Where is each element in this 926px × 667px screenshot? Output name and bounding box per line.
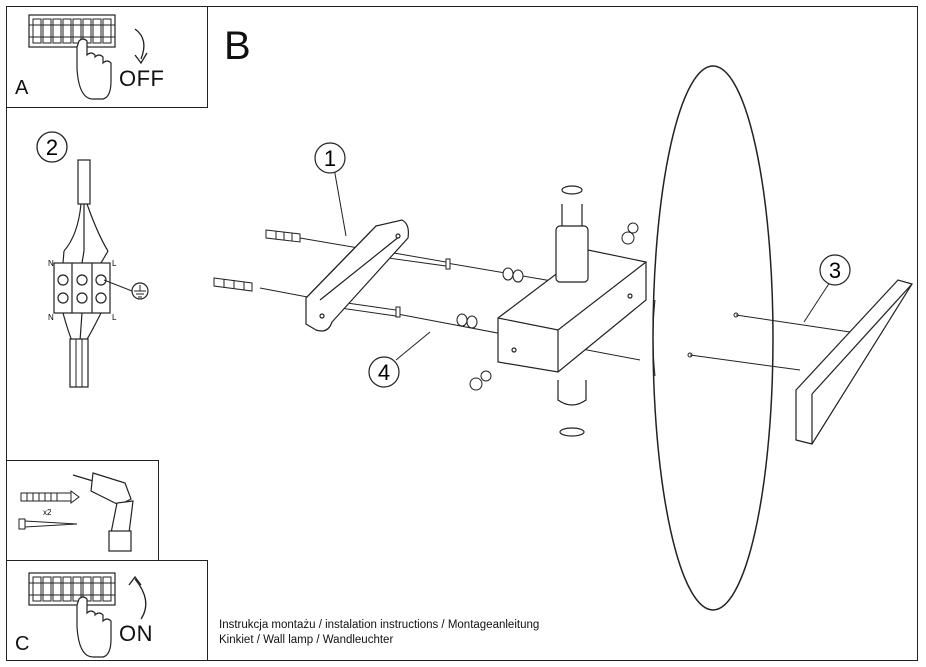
screw-top xyxy=(387,251,451,270)
screw-head-icon xyxy=(469,377,483,391)
tools-panel: x2 xyxy=(6,460,159,561)
step-c-panel: C ON xyxy=(6,560,208,661)
caption-line-2: Kinkiet / Wall lamp / Wandleuchter xyxy=(219,634,394,646)
wall-plug-bottom xyxy=(213,277,253,292)
callout-number: 4 xyxy=(378,360,390,385)
step-2-circle xyxy=(36,131,68,163)
lamp-shade xyxy=(652,65,774,611)
step-a-panel: A OFF xyxy=(6,6,208,108)
terminal-label: L xyxy=(112,313,117,322)
caption-line-1: Instrukcja montażu / instalation instruc… xyxy=(219,619,540,631)
lamp-body xyxy=(497,185,647,437)
on-label: ON xyxy=(119,621,153,646)
screw-bottom xyxy=(339,301,401,318)
callout-4: 4 xyxy=(368,356,400,388)
off-label: OFF xyxy=(119,66,165,91)
breaker-switch-on-icon xyxy=(28,572,147,658)
callout-number: 1 xyxy=(324,146,336,171)
screw-icon xyxy=(18,518,78,530)
caption: Instrukcja montażu / instalation instruc… xyxy=(219,618,539,648)
callout-1: 1 xyxy=(314,142,346,174)
step-c-letter: C xyxy=(15,633,30,655)
step-a-letter: A xyxy=(15,77,29,99)
drawing-frame xyxy=(6,6,918,661)
mounting-bracket xyxy=(305,219,409,332)
wall-plug-top xyxy=(265,229,301,243)
breaker-switch-off-icon xyxy=(28,14,148,100)
terminal-label: N xyxy=(48,259,54,268)
drill-icon xyxy=(72,472,134,552)
screw-head-icon xyxy=(621,231,635,245)
terminal-label: N xyxy=(48,313,54,322)
callout-number: 3 xyxy=(829,258,841,283)
wall-plug-icon xyxy=(20,490,80,504)
callout-3: 3 xyxy=(819,254,851,286)
step-b-letter: B xyxy=(224,24,251,68)
wiring-diagram: 2 N L N L xyxy=(36,131,149,388)
quantity-label: x2 xyxy=(43,508,52,517)
tools-illustration: x2 xyxy=(18,472,134,552)
terminal-label: L xyxy=(112,259,117,268)
step-2-number: 2 xyxy=(46,135,58,160)
light-bar xyxy=(795,279,913,445)
